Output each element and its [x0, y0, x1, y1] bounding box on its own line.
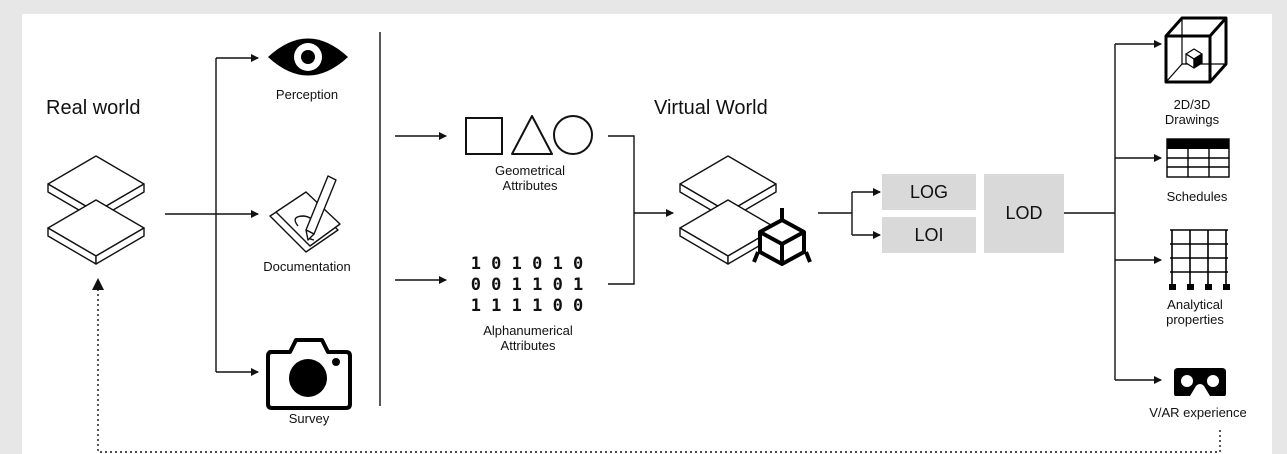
i-beam-icon — [679, 155, 777, 265]
frame-grid-icon — [1169, 229, 1230, 290]
vr-headset-icon — [1174, 368, 1226, 396]
feedback-loop-line — [97, 282, 1221, 453]
square-icon — [465, 117, 503, 155]
geometrical-attributes-label: Geometrical Attributes — [468, 163, 592, 194]
survey-label: Survey — [288, 411, 330, 426]
geometrical-attributes-line-2: Attributes — [502, 177, 558, 193]
perception-label: Perception — [275, 87, 339, 102]
geometrical-attributes-line-1: Geometrical — [494, 163, 566, 178]
binary-row: 0 0 1 1 0 1 — [470, 275, 584, 295]
sketch-pen-icon — [269, 175, 341, 253]
var-experience-label: V/AR experience — [1149, 405, 1247, 420]
loi-box: LOI — [882, 217, 976, 253]
feedback-arrowhead — [92, 278, 104, 290]
analytical-line-2: properties — [1166, 311, 1224, 327]
schedule-table-icon — [1166, 138, 1230, 178]
lod-box: LOD — [984, 174, 1064, 253]
circle-icon — [553, 115, 593, 155]
alphanumerical-attributes-label: Alphanumerical Attributes — [464, 323, 592, 354]
triangle-icon — [511, 115, 553, 155]
documentation-label: Documentation — [263, 259, 351, 274]
merge-bracket — [608, 135, 635, 285]
drawings-line-1: 2D/3D — [1173, 97, 1211, 112]
alphanumerical-attributes-line-1: Alphanumerical — [483, 323, 573, 338]
connector-lines — [92, 32, 1221, 453]
binary-row: 1 1 1 1 0 0 — [470, 296, 584, 316]
camera-icon — [266, 338, 352, 410]
binary-code-icon: 1 0 1 0 1 0 0 0 1 1 0 1 1 1 1 1 0 0 — [462, 254, 592, 317]
i-beam-icon — [47, 155, 145, 265]
alphanumerical-attributes-line-2: Attributes — [500, 337, 556, 353]
log-box: LOG — [882, 174, 976, 210]
binary-row: 1 0 1 0 1 0 — [470, 254, 584, 274]
analytical-line-1: Analytical — [1167, 297, 1223, 312]
drawings-label: 2D/3D Drawings — [1152, 97, 1232, 128]
virtual-world-title: Virtual World — [654, 97, 768, 119]
schedules-label: Schedules — [1166, 189, 1228, 204]
drawings-line-2: Drawings — [1164, 111, 1220, 127]
3d-box-icon — [1164, 16, 1228, 84]
eye-icon — [268, 38, 348, 76]
real-world-title: Real world — [46, 97, 141, 119]
cube-icon — [752, 208, 812, 266]
diagram-canvas: Real world Perception Documentation — [22, 14, 1272, 454]
analytical-label: Analytical properties — [1152, 297, 1238, 328]
